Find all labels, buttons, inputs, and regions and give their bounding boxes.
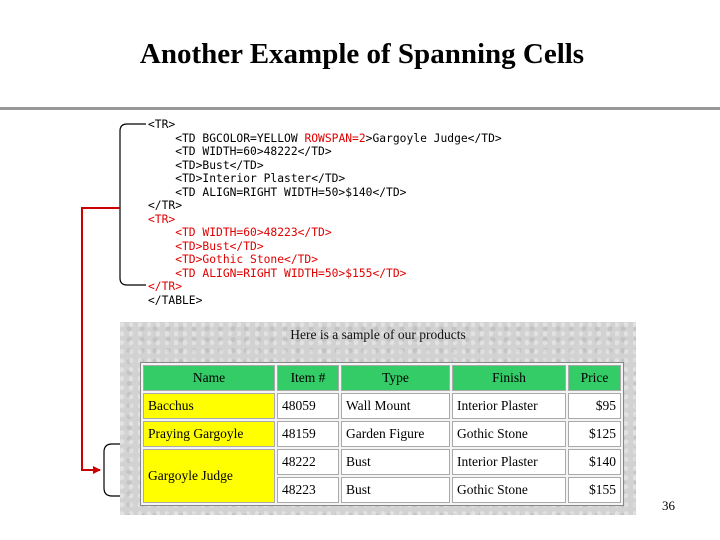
- code-line: </TR>: [148, 199, 183, 212]
- table-header-row: Name Item # Type Finish Price: [143, 365, 621, 391]
- code-line-red: <TR>: [148, 212, 176, 226]
- rowspan-attribute: ROWSPAN=2: [304, 131, 366, 145]
- page-number: 36: [662, 498, 675, 513]
- cell-name-rowspan: Gargoyle Judge: [143, 449, 275, 503]
- code-line: <TR>: [148, 118, 176, 131]
- code-line: <TD>Bust</TD>: [148, 158, 264, 172]
- code-line-red: <TD WIDTH=60>48223</TD>: [148, 226, 332, 239]
- slide-title: Another Example of Spanning Cells: [139, 38, 585, 70]
- code-line: <TD ALIGN=RIGHT WIDTH=50>$140</TD>: [148, 185, 407, 199]
- cell-item: 48159: [277, 421, 339, 447]
- sample-caption: Here is a sample of our products: [290, 327, 466, 342]
- code-line-red: <TD ALIGN=RIGHT WIDTH=50>$155</TD>: [148, 266, 407, 280]
- cell-item: 48222: [277, 449, 339, 475]
- html-code-listing: <TR> <TD BGCOLOR=YELLOW ROWSPAN=2>Gargoy…: [148, 118, 502, 307]
- code-line: >Gargoyle Judge</TD>: [365, 131, 502, 145]
- cell-price: $155: [568, 477, 621, 503]
- code-line-red: <TD>Bust</TD>: [148, 239, 264, 253]
- header-type: Type: [341, 365, 450, 391]
- header-name: Name: [143, 365, 275, 391]
- header-finish: Finish: [452, 365, 566, 391]
- cell-price: $140: [568, 449, 621, 475]
- code-line-red: </TR>: [148, 280, 183, 293]
- table-row: Praying Gargoyle 48159 Garden Figure Got…: [143, 421, 621, 447]
- products-table: Name Item # Type Finish Price Bacchus 48…: [140, 362, 624, 506]
- code-line-red: <TD>Gothic Stone</TD>: [148, 253, 319, 266]
- cell-item: 48059: [277, 393, 339, 419]
- code-line: <TD BGCOLOR=YELLOW: [148, 131, 305, 145]
- table-row: Gargoyle Judge 48222 Bust Interior Plast…: [143, 449, 621, 503]
- code-line: </TABLE>: [148, 293, 203, 307]
- cell-name: Bacchus: [143, 393, 275, 419]
- header-item: Item #: [277, 365, 339, 391]
- cell-finish: Interior Plaster: [452, 393, 566, 419]
- cell-type: Bust: [341, 449, 450, 475]
- rendered-sample: Here is a sample of our products Name It…: [120, 322, 636, 515]
- title-divider: [0, 107, 720, 110]
- cell-type: Bust: [341, 477, 450, 503]
- cell-name: Praying Gargoyle: [143, 421, 275, 447]
- cell-finish: Gothic Stone: [452, 421, 566, 447]
- cell-finish: Interior Plaster: [452, 449, 566, 475]
- cell-price: $95: [568, 393, 621, 419]
- code-line: <TD WIDTH=60>48222</TD>: [148, 145, 332, 158]
- cell-finish: Gothic Stone: [452, 477, 566, 503]
- cell-price: $125: [568, 421, 621, 447]
- cell-type: Garden Figure: [341, 421, 450, 447]
- table-bracket: [103, 443, 128, 497]
- table-row: 48223 Bust Gothic Stone $155: [143, 477, 621, 503]
- connector-arrow: [81, 207, 120, 474]
- table-row: Bacchus 48059 Wall Mount Interior Plaste…: [143, 393, 621, 419]
- cell-item: 48223: [277, 477, 339, 503]
- code-bracket: [119, 123, 146, 286]
- code-line: <TD>Interior Plaster</TD>: [148, 172, 346, 185]
- cell-type: Wall Mount: [341, 393, 450, 419]
- header-price: Price: [568, 365, 621, 391]
